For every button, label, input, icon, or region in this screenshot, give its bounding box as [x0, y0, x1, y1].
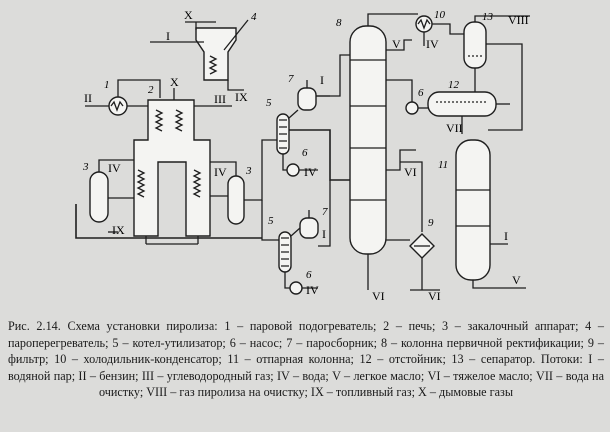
pyrolysis-gas-viii-line: [474, 15, 530, 22]
stream-iv-condenser: IV: [426, 37, 439, 51]
stream-ix-bottom: IX: [112, 223, 125, 237]
stream-i-boiler-lower: I: [322, 227, 326, 241]
label-5-upper: 5: [266, 97, 272, 109]
stream-x-furnace: X: [170, 75, 179, 89]
stream-vii: VII: [446, 121, 463, 135]
label-1: 1: [104, 79, 110, 91]
stream-i-top: I: [166, 29, 170, 43]
stream-vi-bottom-2: VI: [428, 289, 441, 303]
stream-i-stripper: I: [504, 229, 508, 243]
label-12: 12: [448, 79, 460, 91]
stream-x-top: X: [184, 8, 193, 22]
label-11: 11: [438, 159, 448, 171]
label-3-left: 3: [82, 161, 89, 173]
flue-gas-x-line: [185, 21, 216, 30]
fuel-gas-ix-bottom-line: [75, 204, 262, 239]
light-oil-v-line: [472, 280, 526, 289]
stream-iv-quench-right: IV: [214, 165, 227, 179]
stream-v-col8: V: [392, 37, 401, 51]
label-2: 2: [148, 84, 154, 96]
label-6-lower: 6: [306, 269, 312, 281]
stream-vi-mid: VI: [404, 165, 417, 179]
furnace-2: [133, 99, 211, 237]
stream-ix-top: IX: [235, 90, 248, 104]
stream-vi-bottom-1: VI: [372, 289, 385, 303]
label-5-lower: 5: [268, 215, 274, 227]
stream-ii: II: [84, 91, 92, 105]
fuel-ix-top-line: [227, 80, 244, 91]
stream-i-boiler-upper: I: [320, 73, 324, 87]
label-7-lower: 7: [322, 206, 328, 218]
figure-caption: Рис. 2.14. Схема установки пиролиза: 1 –…: [8, 318, 604, 401]
stream-iv-quench-left: IV: [108, 161, 121, 175]
label-6-top: 6: [418, 87, 424, 99]
label-9: 9: [428, 217, 434, 229]
label-3-right: 3: [245, 165, 252, 177]
stream-v-stripper: V: [512, 273, 521, 287]
filter-9: [409, 233, 435, 259]
stream-iv-pump-upper: IV: [304, 165, 317, 179]
label-4: 4: [251, 11, 257, 23]
label-6-upper: 6: [302, 147, 308, 159]
stream-viii: VIII: [508, 13, 529, 27]
label-13: 13: [482, 11, 494, 23]
label-8: 8: [336, 17, 342, 29]
stream-iv-pump-lower: IV: [306, 283, 319, 297]
caption-text: Схема установки пиролиза: 1 – паровой по…: [8, 319, 605, 399]
waste-heat-boiler-5-upper: [276, 113, 290, 155]
label-10: 10: [434, 9, 446, 21]
caption-lead: Рис. 2.14.: [8, 319, 61, 333]
col8-overhead: [367, 13, 418, 26]
label-7-upper: 7: [288, 73, 294, 85]
stream-iii: III: [214, 92, 226, 106]
